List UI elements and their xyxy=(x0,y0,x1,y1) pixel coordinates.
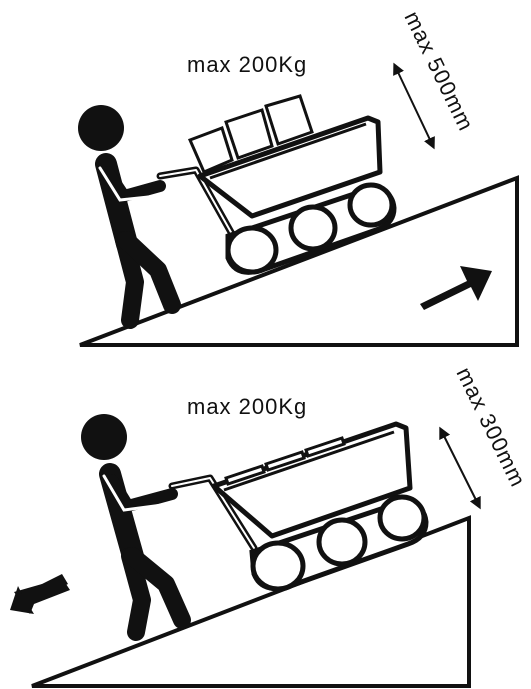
height-label-uphill: max 500mm xyxy=(400,7,479,135)
person-icon xyxy=(78,105,172,320)
person-icon xyxy=(81,414,182,632)
load-label-downhill: max 200Kg xyxy=(187,394,307,419)
height-label-downhill: max 300mm xyxy=(452,363,531,491)
load-label-uphill: max 200Kg xyxy=(187,52,307,77)
panel-downhill: max 200Kg max 300mm xyxy=(10,363,531,686)
panel-uphill: max 200Kg max 500mm xyxy=(78,7,517,345)
height-dimension-arrow-downhill xyxy=(442,432,478,504)
height-dimension-arrow-uphill xyxy=(396,68,432,144)
